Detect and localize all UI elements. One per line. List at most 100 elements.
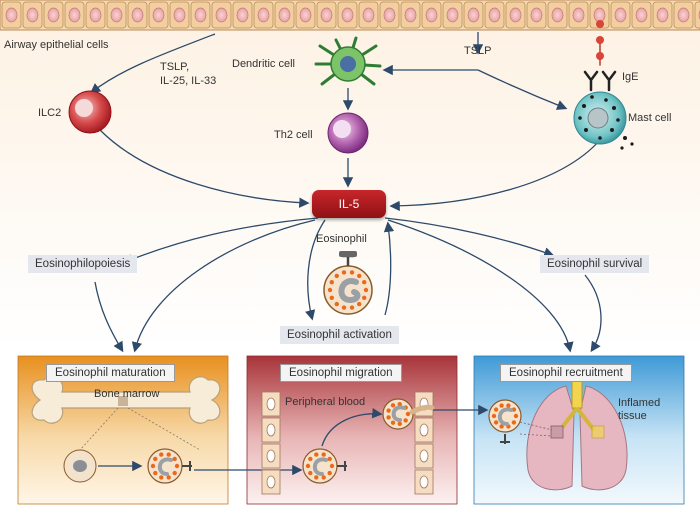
epithelial-nucleus xyxy=(110,7,123,23)
arrow-mast-to-il5 xyxy=(389,139,601,212)
epithelial-nucleus xyxy=(236,7,249,23)
eosinophil-granule xyxy=(334,273,339,279)
arrows xyxy=(89,32,602,353)
epithelial-nucleus xyxy=(404,7,417,23)
epithelial-nucleus xyxy=(278,7,291,23)
epithelial-nucleus xyxy=(614,7,627,23)
epithelial-nucleus xyxy=(257,7,270,23)
label-peripheral-blood: Peripheral blood xyxy=(285,396,366,408)
eosinophil-granule xyxy=(327,470,332,476)
eosinophil-granule xyxy=(159,475,164,480)
epithelial-nucleus xyxy=(572,7,585,23)
epithelial-nucleus xyxy=(635,7,648,23)
label-tslp: TSLP xyxy=(464,45,492,57)
ilc2-cell xyxy=(68,90,112,134)
epithelial-nucleus xyxy=(152,7,165,23)
eosinophil-granule xyxy=(511,420,517,425)
label-dendritic-cell: Dendritic cell xyxy=(232,58,295,70)
eosinophil-granule xyxy=(341,305,347,310)
epithelial-nucleus xyxy=(68,7,81,23)
eosinophil-granule xyxy=(327,456,332,462)
arrow-activation-to-il5 xyxy=(383,221,395,316)
eosinophil-granule xyxy=(405,411,411,417)
label-th2-cell: Th2 cell xyxy=(274,129,313,141)
epithelial-cell xyxy=(694,1,700,29)
epithelial-nucleus xyxy=(677,7,690,23)
box-eosinophil-survival: Eosinophil survival xyxy=(540,255,650,273)
epithelial-nucleus xyxy=(173,7,186,23)
arrow-within-blood xyxy=(321,408,383,447)
epithelial-nucleus xyxy=(383,7,396,23)
eosinophil-granule xyxy=(397,401,402,407)
eosinophil-granule xyxy=(386,408,391,413)
panel-title-migration: Eosinophil migration xyxy=(280,364,402,382)
vessel-wall-right xyxy=(414,391,434,495)
epithelial-nucleus xyxy=(551,7,564,23)
eosinophil-granule xyxy=(357,273,362,279)
immature-eosinophil xyxy=(63,449,97,483)
eosinophil-granule xyxy=(334,301,339,307)
dendritic-cell xyxy=(314,36,382,86)
eosinophil-granule xyxy=(329,295,334,301)
eosinophil-granule xyxy=(153,470,158,476)
eosinophil-in-tissue xyxy=(488,399,522,444)
panel-title-recruitment: Eosinophil recruitment xyxy=(500,364,632,382)
arrow-il5-to-survival xyxy=(384,217,555,258)
eosinophil-granule xyxy=(390,403,396,408)
eosinophil-granule xyxy=(397,421,402,427)
eosinophil-granule xyxy=(329,463,335,469)
eosinophil-transmigrating xyxy=(382,398,435,430)
epithelial-nucleus xyxy=(320,7,333,23)
epithelial-nucleus xyxy=(509,7,522,23)
eosinophil-granule xyxy=(321,475,326,480)
arrow-il5-to-maturation xyxy=(131,219,316,353)
eosinophil-granule xyxy=(308,470,313,476)
mast-cell xyxy=(573,91,634,150)
vessel-wall-left xyxy=(261,391,281,495)
epithelial-cell-row xyxy=(0,0,700,31)
eosinophil-granule xyxy=(357,301,362,307)
label-ilc2: ILC2 xyxy=(38,107,62,119)
eosinophil-granule xyxy=(172,470,177,476)
eosinophil-granule xyxy=(329,279,334,285)
arrow-epithelium-to-ilc2 xyxy=(89,33,216,94)
epithelial-nucleus xyxy=(89,7,102,23)
epithelial-nucleus xyxy=(5,7,18,23)
label-inflamed-tissue: Inflamed tissue xyxy=(618,397,661,422)
label-airway-epithelial-cells: Airway epithelial cells xyxy=(4,39,109,51)
lungs xyxy=(526,367,628,491)
eosinophil-granule xyxy=(390,420,396,425)
eosinophil-granule xyxy=(166,452,171,457)
eosinophil-granule xyxy=(349,270,355,275)
eosinophil-granule xyxy=(362,279,367,285)
eosinophil-granule xyxy=(314,475,319,480)
il5-badge: IL-5 xyxy=(312,190,386,218)
eosinophil-granule xyxy=(403,418,408,423)
eosinophil-granule xyxy=(166,475,171,480)
epithelial-nucleus xyxy=(362,7,375,23)
label-mast-cell: Mast cell xyxy=(628,112,672,124)
eosinophil-granule xyxy=(153,456,158,462)
eosinophil-granule xyxy=(386,415,391,420)
eosinophil-granule xyxy=(349,305,355,310)
arrow-eosinophilopoiesis-to-maturation xyxy=(94,281,124,353)
mature-eosinophil-marrow xyxy=(147,448,192,484)
eosinophil-granule xyxy=(305,463,311,469)
eosinophil-granule xyxy=(341,270,347,275)
eosinophil-granule xyxy=(493,420,499,425)
arrow-ilc2-to-il5 xyxy=(99,129,310,208)
arrow-il5-to-recruitment xyxy=(387,219,574,353)
epithelial-nucleus xyxy=(299,7,312,23)
epithelial-nucleus xyxy=(26,7,39,23)
arrow-il5-to-eosinophilopoiesis xyxy=(122,217,319,264)
bone-zoom-lines xyxy=(79,407,201,451)
eosinophil-granule xyxy=(499,403,504,408)
epithelial-nucleus xyxy=(488,7,501,23)
label-cytokines: TSLP, IL-25, IL-33 xyxy=(160,61,217,87)
epithelial-nucleus xyxy=(47,7,60,23)
box-eosinophilopoiesis: Eosinophilopoiesis xyxy=(28,255,138,273)
eosinophil-central xyxy=(323,251,373,315)
eosinophil-granule xyxy=(513,413,519,419)
eosinophil-granule xyxy=(150,463,156,469)
eosinophil-granule xyxy=(314,452,319,457)
